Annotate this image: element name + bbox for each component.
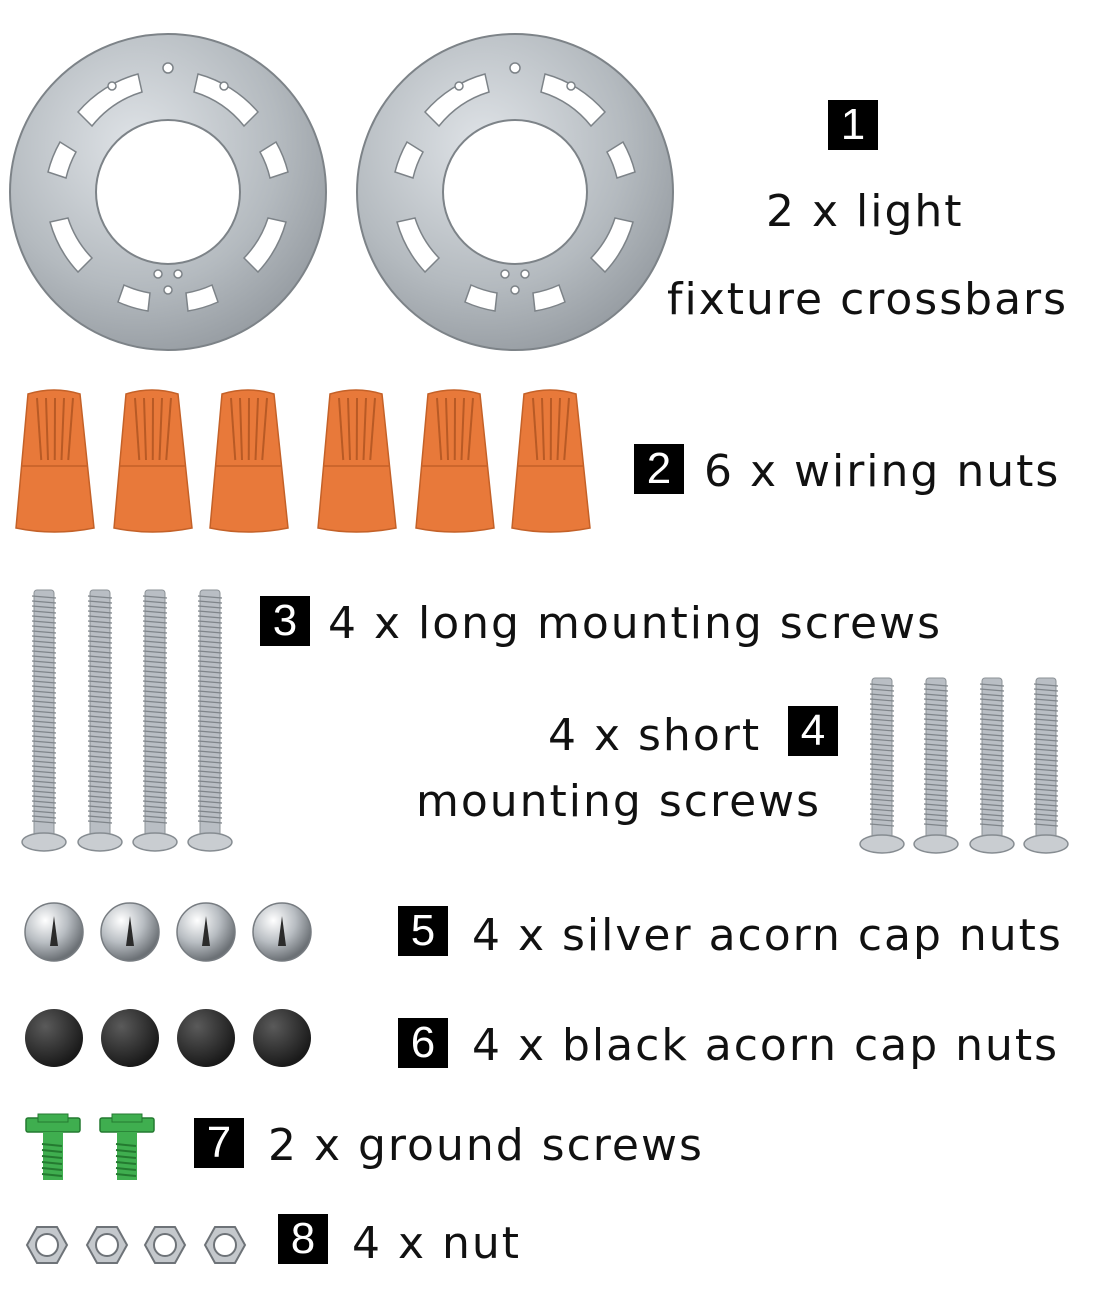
short-screw-icon [859, 677, 905, 854]
item-number-badge: 3 [260, 596, 310, 646]
hex-nut-icon [203, 1226, 247, 1264]
hex-nut-icon [25, 1226, 69, 1264]
ground-screw-icon [99, 1113, 155, 1180]
item-number-badge: 5 [398, 906, 448, 956]
item-number-badge: 4 [788, 706, 838, 756]
item-label: fixture crossbars [667, 274, 1069, 325]
item-label: 4 x long mounting screws [328, 598, 943, 649]
item-label: 2 x ground screws [268, 1120, 704, 1171]
item-number-badge: 6 [398, 1018, 448, 1068]
ground-screw-icon [25, 1113, 81, 1180]
wiring-nut-icon [511, 389, 591, 533]
wiring-nut-icon [317, 389, 397, 533]
wiring-nut-icon [415, 389, 495, 533]
item-label: 6 x wiring nuts [704, 446, 1061, 497]
hex-nut-icon [143, 1226, 187, 1264]
item-number-badge: 8 [278, 1214, 328, 1264]
short-screw-icon [969, 677, 1015, 854]
black-acorn-nut-icon [177, 1009, 235, 1067]
wiring-nut-icon [209, 389, 289, 533]
black-acorn-nut-icon [25, 1009, 83, 1067]
item-label: 4 x short [548, 710, 762, 761]
long-screw-icon [187, 589, 233, 852]
item-number-badge: 1 [828, 100, 878, 150]
item-label: 2 x light [766, 186, 964, 237]
black-acorn-nut-icon [101, 1009, 159, 1067]
black-acorn-nut-icon [253, 1009, 311, 1067]
silver-acorn-nut-icon [252, 902, 312, 962]
short-screw-icon [913, 677, 959, 854]
item-label: 4 x nut [352, 1218, 522, 1269]
crossbar-plate-icon [9, 33, 327, 351]
silver-acorn-nut-icon [24, 902, 84, 962]
item-number-badge: 7 [194, 1118, 244, 1168]
item-label: mounting screws [416, 776, 822, 827]
long-screw-icon [21, 589, 67, 852]
short-screw-icon [1023, 677, 1069, 854]
long-screw-icon [132, 589, 178, 852]
silver-acorn-nut-icon [176, 902, 236, 962]
item-number-badge: 2 [634, 444, 684, 494]
wiring-nut-icon [15, 389, 95, 533]
silver-acorn-nut-icon [100, 902, 160, 962]
wiring-nut-icon [113, 389, 193, 533]
hex-nut-icon [85, 1226, 129, 1264]
item-label: 4 x black acorn cap nuts [472, 1020, 1060, 1071]
item-label: 4 x silver acorn cap nuts [472, 910, 1063, 961]
long-screw-icon [77, 589, 123, 852]
crossbar-plate-icon [356, 33, 674, 351]
